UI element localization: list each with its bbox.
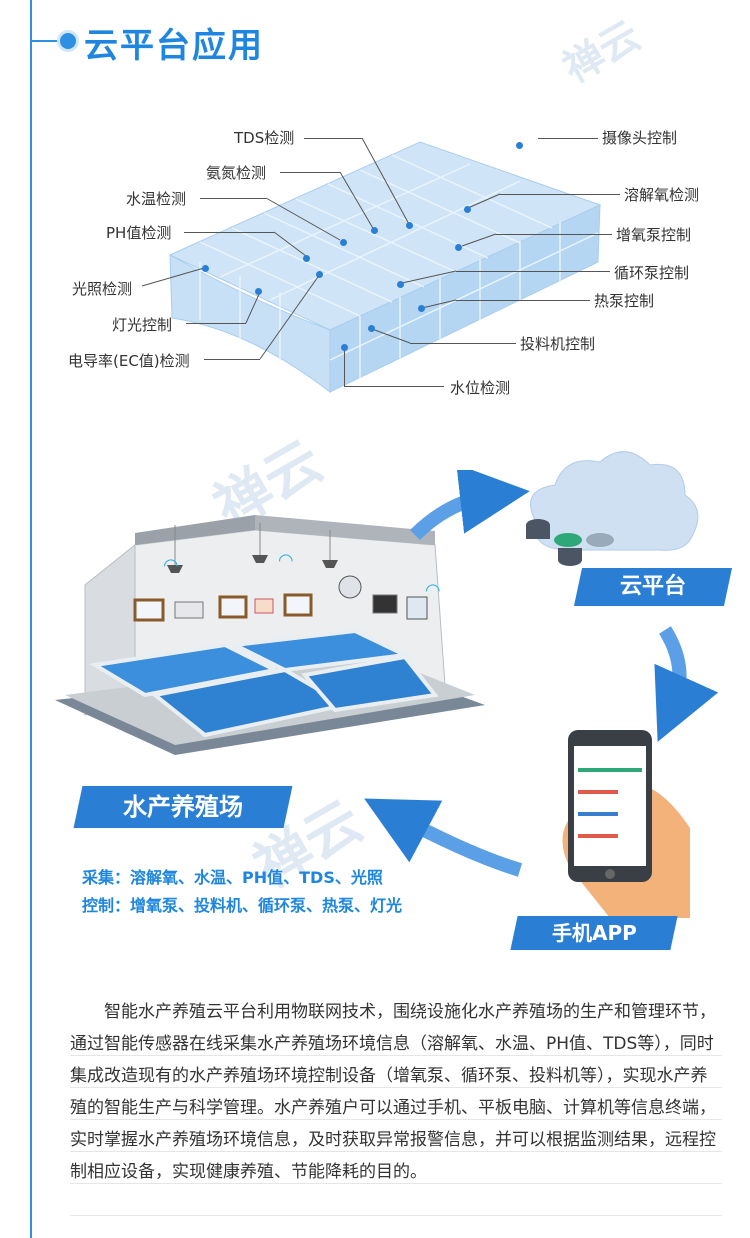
sensor-point <box>340 239 347 246</box>
label-tds: TDS检测 <box>234 129 295 147</box>
description-paragraph: 智能水产养殖云平台利用物联网技术，围绕设施化水产养殖场的生产和管理环节，通过智能… <box>70 1002 716 1182</box>
fish-farm-illustration <box>55 515 485 755</box>
flow-arrows <box>364 470 719 877</box>
leader-line <box>461 233 497 247</box>
label-camera: 摄像头控制 <box>602 129 678 147</box>
paragraph-rules <box>70 1024 722 1216</box>
wifi-icon: ◠ <box>163 555 179 576</box>
leader-line <box>204 359 260 360</box>
leader-line <box>371 328 411 344</box>
title-bullet-icon <box>60 33 76 49</box>
wifi-icon: ◠ <box>425 580 441 601</box>
leader-line <box>245 291 261 324</box>
greenhouse-illustration <box>168 141 602 394</box>
leader-line <box>141 267 205 287</box>
sensor-point <box>303 255 310 262</box>
leader-line <box>344 348 345 386</box>
mobile-app-illustration <box>562 730 690 918</box>
label-lighting-control: 灯光控制 <box>112 316 173 334</box>
label-feeder-control: 投料机控制 <box>520 335 596 353</box>
label-ammonia: 氨氮检测 <box>206 164 267 182</box>
leader-line <box>184 232 274 233</box>
wifi-icon: ◠ <box>278 550 294 571</box>
sensor-point <box>464 206 471 213</box>
label-circulation-pump: 循环泵控制 <box>614 264 690 282</box>
label-light: 光照检测 <box>72 280 133 298</box>
leader-line <box>467 193 501 209</box>
leader-line <box>421 299 457 309</box>
label-dissolved-oxygen: 溶解氧检测 <box>624 186 700 204</box>
control-info: 控制：增氧泵、投料机、循环泵、热泵、灯光 <box>82 896 403 915</box>
sensor-point <box>406 222 413 229</box>
mobile-app-label: 手机APP <box>551 921 637 945</box>
label-heat-pump: 热泵控制 <box>594 292 655 310</box>
sensor-point <box>202 265 209 272</box>
leader-line <box>259 273 321 360</box>
sensor-point <box>341 344 348 351</box>
leader-line <box>456 271 610 272</box>
leader-line <box>361 137 411 227</box>
sensor-point <box>397 281 404 288</box>
sensor-point <box>316 271 323 278</box>
left-accent-line <box>30 0 32 1238</box>
cloud-platform-tag: 云平台 <box>573 568 733 606</box>
sensor-point <box>455 244 462 251</box>
label-ec: 电导率(EC值)检测 <box>68 352 190 370</box>
label-water-level: 水位检测 <box>450 379 511 397</box>
leader-line <box>304 138 362 139</box>
fish-farm-label: 水产养殖场 <box>123 793 243 821</box>
leader-line <box>265 197 341 241</box>
title-connector-line <box>30 40 64 42</box>
sensor-point <box>418 305 425 312</box>
leader-line <box>273 231 307 257</box>
section-title: 云平台应用 <box>84 26 264 66</box>
leader-line <box>339 171 375 231</box>
leader-line <box>500 194 620 195</box>
label-water-temp: 水温检测 <box>126 190 187 208</box>
sensor-point <box>255 288 262 295</box>
leader-line <box>456 300 590 301</box>
mobile-app-tag: 手机APP <box>510 916 678 950</box>
leader-line <box>538 138 598 139</box>
label-ph: PH值检测 <box>106 224 172 242</box>
leader-line <box>344 386 444 387</box>
collect-info: 采集：溶解氧、水温、PH值、TDS、光照 <box>82 868 383 887</box>
sensor-point <box>371 227 378 234</box>
label-aerator-control: 增氧泵控制 <box>616 226 692 244</box>
leader-line <box>496 234 612 235</box>
leader-line <box>280 172 340 173</box>
sensor-point <box>516 142 523 149</box>
leader-line <box>401 270 457 284</box>
cloud-platform-label: 云平台 <box>619 574 686 599</box>
leader-line <box>200 198 266 199</box>
cloud-platform-illustration <box>526 451 699 566</box>
fish-farm-tag: 水产养殖场 <box>73 786 293 828</box>
leader-line <box>410 343 516 344</box>
sensor-point <box>368 325 375 332</box>
leader-line <box>186 323 246 324</box>
